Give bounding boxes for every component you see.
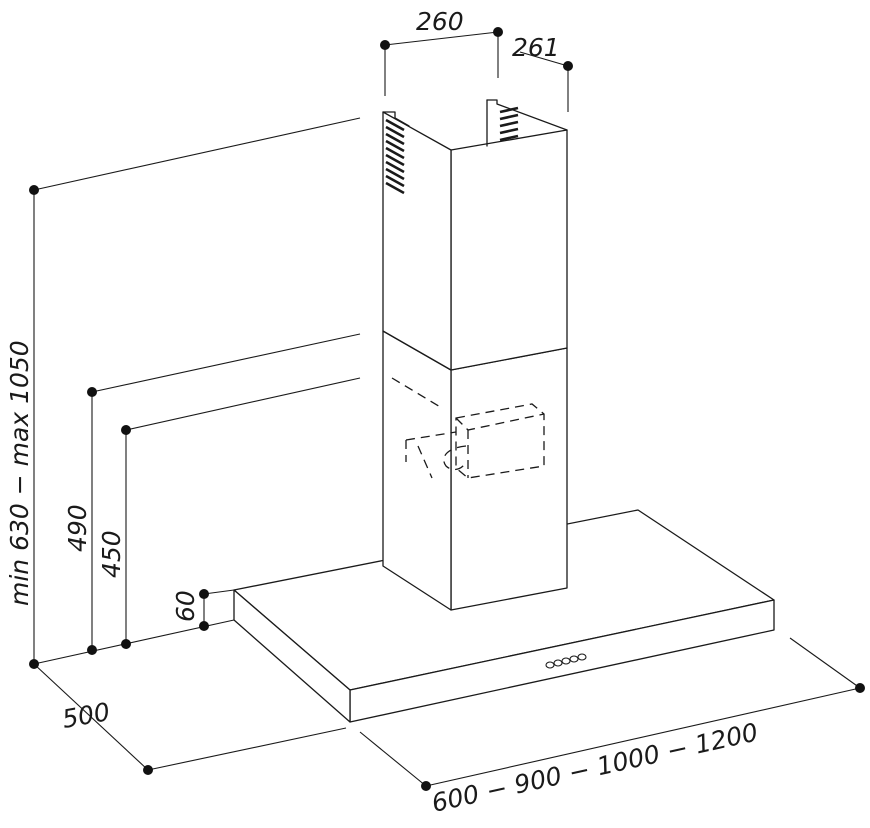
label-canopy-widths: 600 − 900 − 1000 − 1200 xyxy=(429,717,761,817)
label-lower-height-a: 490 xyxy=(63,504,92,552)
vent-left xyxy=(385,118,405,195)
chimney-lower-front xyxy=(450,347,568,611)
dimension-markers xyxy=(29,27,865,791)
hidden-motor-outline xyxy=(391,377,545,479)
label-total-height: min 630 − max 1050 xyxy=(5,340,34,606)
chimney-upper-front xyxy=(450,129,568,371)
chimney-lower-side xyxy=(382,330,452,611)
label-lower-height-b: 450 xyxy=(97,530,126,578)
label-canopy-depth: 500 xyxy=(60,697,112,734)
label-chimney-width: 260 xyxy=(416,7,464,36)
label-chimney-depth: 261 xyxy=(512,33,560,62)
control-buttons xyxy=(545,653,587,669)
chimney xyxy=(382,99,568,611)
label-canopy-thickness: 60 xyxy=(171,590,200,622)
vent-right xyxy=(499,106,519,142)
canopy-side-face xyxy=(233,589,351,723)
